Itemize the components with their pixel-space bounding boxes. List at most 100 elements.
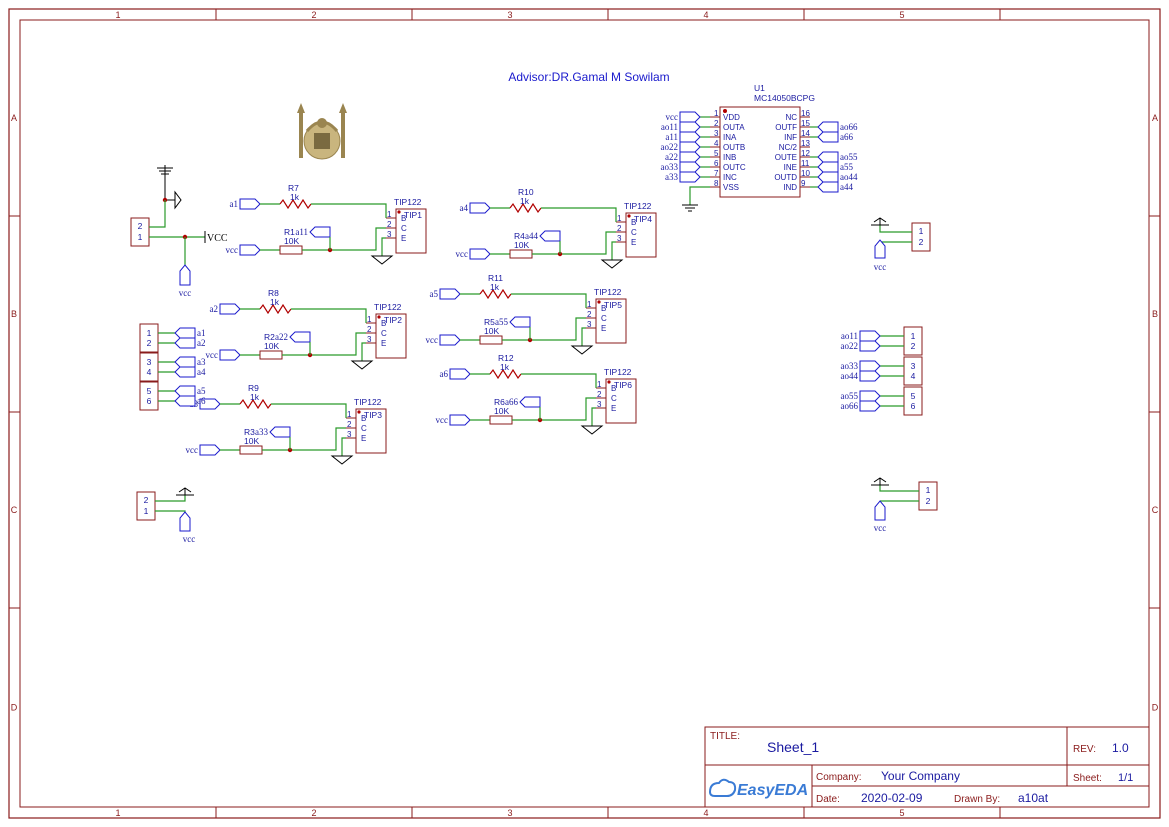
zone-row-label: A — [11, 113, 17, 123]
pin-num: 4 — [147, 367, 152, 377]
pin-name: IND — [783, 183, 797, 192]
resistor — [489, 415, 513, 425]
net-ao55: ao55 — [840, 152, 858, 162]
net-flag — [239, 198, 261, 210]
pin-number: 14 — [801, 129, 810, 138]
pin-number: 16 — [801, 109, 810, 118]
net-ao33: ao33 — [841, 361, 859, 371]
pin-number: 10 — [801, 169, 810, 178]
pin-number: 3 — [387, 230, 392, 239]
resistor-ref: R5 — [484, 317, 495, 327]
net-a55: a55 — [840, 162, 853, 172]
net-a2: a2 — [197, 338, 206, 348]
net-flag — [174, 337, 196, 349]
pin-number: 3 — [587, 320, 592, 329]
net-vcc: vcc — [456, 249, 469, 259]
net-a22: a22 — [275, 332, 288, 342]
resistor — [239, 445, 263, 455]
ground-symbol — [682, 204, 698, 212]
resistor-value: 10K — [484, 326, 499, 336]
transistor-name: TIP6 — [614, 380, 632, 390]
pin-number: 5 — [714, 149, 719, 158]
net-a6: a6 — [440, 369, 449, 379]
pin-name: C — [631, 228, 637, 237]
resistor — [489, 368, 522, 380]
pin-name: E — [361, 434, 366, 443]
net-a33: a33 — [665, 172, 678, 182]
pin-num: 2 — [138, 221, 143, 231]
aux-connector-left[interactable]: 2 1 vcc — [136, 487, 196, 544]
pin-num: 1 — [911, 331, 916, 341]
pin-name: E — [611, 404, 616, 413]
net-flag — [269, 426, 291, 438]
pin-name: NC — [785, 113, 797, 122]
net-flag — [449, 414, 471, 426]
rev-value: 1.0 — [1112, 741, 1129, 755]
pin-name: OUTA — [723, 123, 745, 132]
net-a2: a2 — [210, 304, 219, 314]
pin-name: OUTD — [774, 173, 797, 182]
company-label: Company: — [816, 772, 862, 783]
company-value: Your Company — [881, 769, 960, 783]
zone-row-label: D — [11, 703, 18, 713]
transistor-ref: TIP122 — [594, 287, 622, 297]
resistor-ref: R10 — [518, 187, 534, 197]
aux-connector-right-top[interactable]: 1 2 vcc — [871, 217, 931, 272]
ground-symbol — [370, 255, 394, 265]
resistor-value: 1k — [520, 196, 530, 206]
resistor-ref: R12 — [498, 353, 514, 363]
net-a5: a5 — [197, 386, 206, 396]
pin-num: 2 — [147, 338, 152, 348]
transistor-ref: TIP122 — [624, 201, 652, 211]
net-vcc: vcc — [183, 534, 196, 544]
net-a55: a55 — [495, 317, 508, 327]
ground-symbol — [570, 345, 594, 355]
resistor — [479, 335, 503, 345]
pin-name: INC — [723, 173, 737, 182]
pin-num: 2 — [911, 341, 916, 351]
pin-number: 1 — [347, 410, 352, 419]
zone-row-label: A — [1152, 113, 1158, 123]
aux-connector-right-bottom[interactable]: 1 2 vcc — [871, 477, 938, 533]
zone-col-label: 4 — [703, 10, 708, 20]
date-label: Date: — [816, 794, 840, 805]
zone-row-label: C — [1152, 505, 1159, 515]
pin-name: VSS — [723, 183, 739, 192]
rev-label: REV: — [1073, 744, 1096, 755]
ic-value: MC14050BCPG — [754, 93, 815, 103]
net-flag — [449, 368, 471, 380]
title-block: TITLE: Sheet_1 REV: 1.0 Company: Your Co… — [704, 726, 1150, 808]
net-flag — [469, 248, 491, 260]
net-a11: a11 — [295, 227, 308, 237]
pin-name: INF — [784, 133, 797, 142]
transistor-stage-3[interactable]: TIP122TIP31B2C3Ea3R91kvccR310Ka33 — [186, 383, 387, 465]
resistor-value: 10K — [494, 406, 509, 416]
net-flag — [199, 398, 221, 410]
pin-num: 2 — [926, 496, 931, 506]
date-value: 2020-02-09 — [861, 791, 923, 805]
pin-number: 2 — [714, 119, 719, 128]
zone-col-label: 4 — [703, 808, 708, 818]
pin-number: 4 — [714, 139, 719, 148]
resistor-value: 10K — [264, 341, 279, 351]
pin-name: E — [381, 339, 386, 348]
transistor-body — [395, 208, 427, 254]
pin-number: 3 — [597, 400, 602, 409]
pin-number: 15 — [801, 119, 810, 128]
zone-row-label: B — [11, 309, 17, 319]
power-connector[interactable]: 2 1 VCC vcc — [130, 165, 228, 298]
net-flag — [679, 141, 701, 153]
pin-name: C — [611, 394, 617, 403]
